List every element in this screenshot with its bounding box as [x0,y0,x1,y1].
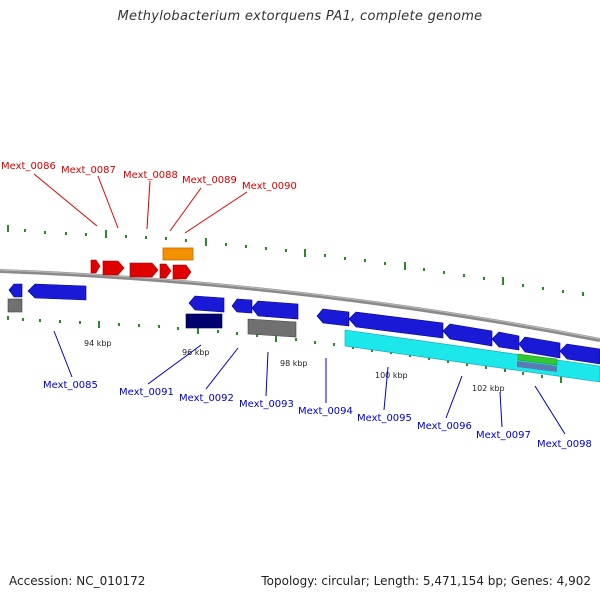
gene-Mext_0091 [188,295,225,313]
gene-Mext_0089 [159,263,172,279]
forward-label-lines [33,173,248,234]
gene-block-b [518,336,561,359]
ruler-label-102: 102 kbp [472,384,505,393]
label-Mext_0089: Mext_0089 [182,175,237,186]
label-Mext_0092: Mext_0092 [179,393,234,404]
genome-backbone-highlight [0,269,600,340]
ruler-label-98: 98 kbp [280,359,308,368]
label-Mext_0087: Mext_0087 [61,165,116,176]
gray-feature [247,318,297,338]
gene-Mext_0096 [442,323,493,347]
genome-summary-text: Topology: circular; Length: 5,471,154 bp… [261,574,591,588]
reverse-label-lines [53,330,566,435]
gene-Mext_0097 [491,331,520,351]
gene-Mext_0092 [231,298,253,314]
label-Mext_0088: Mext_0088 [123,170,178,181]
navy-feature [185,313,223,329]
gene-Mext_0087 [102,260,125,276]
label-Mext_0093: Mext_0093 [239,399,294,410]
label-Mext_0097: Mext_0097 [476,430,531,441]
gray-feature-left [7,298,23,313]
gene-Mext_0094 [316,308,350,327]
gene-Mext_0098 [559,343,600,365]
gene-Mext_0086 [90,259,101,274]
genome-backbone [0,269,600,342]
label-Mext_0096: Mext_0096 [417,421,472,432]
label-Mext_0091: Mext_0091 [119,387,174,398]
genome-title: Methylobacterium extorquens PA1, complet… [117,9,483,24]
label-Mext_0090: Mext_0090 [242,181,297,192]
gene-Mext_0085 [27,283,87,301]
orange-feature [162,247,194,261]
outer-ticks [7,225,584,296]
accession-text: Accession: NC_010172 [9,574,146,588]
gene-Mext_0093 [251,300,299,320]
green-feature [517,353,558,366]
reverse-gene-track [8,283,600,365]
ruler-label-96: 96 kbp [182,348,210,357]
label-Mext_0098: Mext_0098 [537,439,592,450]
steel-feature [517,361,557,372]
forward-gene-track [90,259,192,280]
gene-block-a [8,283,23,298]
ruler-label-94: 94 kbp [84,339,112,348]
gene-Mext_0090 [172,264,192,280]
gene-Mext_0088 [129,262,159,278]
label-Mext_0095: Mext_0095 [357,413,412,424]
label-Mext_0085: Mext_0085 [43,380,98,391]
label-Mext_0086: Mext_0086 [1,161,56,172]
ruler-label-100: 100 kbp [375,371,408,380]
gene-Mext_0095 [348,311,444,339]
label-Mext_0094: Mext_0094 [298,406,353,417]
